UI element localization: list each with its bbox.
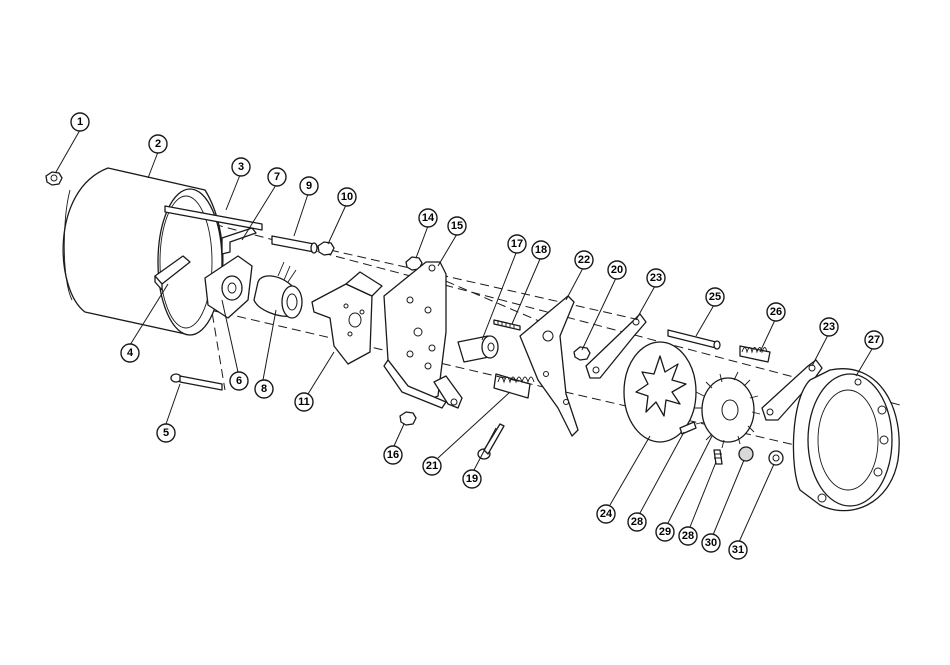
part-nut-10 xyxy=(317,241,335,256)
callout-26: 26 xyxy=(766,302,786,322)
callout-2: 2 xyxy=(148,134,168,154)
svg-text:28: 28 xyxy=(631,516,643,528)
callout-30: 30 xyxy=(701,533,721,553)
svg-text:26: 26 xyxy=(770,306,782,318)
svg-text:20: 20 xyxy=(611,264,623,276)
part-set-screw-28a xyxy=(679,421,697,435)
callout-22: 22 xyxy=(574,250,594,270)
part-bracket-11 xyxy=(311,271,383,365)
callout-20: 20 xyxy=(607,260,627,280)
part-arm-22 xyxy=(519,295,579,437)
callout-8: 8 xyxy=(254,379,274,399)
part-plunger-17 xyxy=(457,335,499,363)
callout-4: 4 xyxy=(120,343,140,363)
part-link-23a xyxy=(585,313,647,379)
part-coil-8 xyxy=(253,261,303,319)
callout-23b: 23 xyxy=(819,317,839,337)
svg-text:28: 28 xyxy=(682,530,694,542)
svg-text:18: 18 xyxy=(535,244,547,256)
part-spring-21 xyxy=(493,373,535,399)
part-screw-5 xyxy=(170,373,223,391)
callout-9: 9 xyxy=(299,176,319,196)
part-pin-25 xyxy=(667,329,721,350)
part-nut-16 xyxy=(399,411,417,426)
svg-text:7: 7 xyxy=(274,171,280,183)
part-impeller-29 xyxy=(694,371,761,449)
callout-18: 18 xyxy=(531,240,551,260)
svg-text:9: 9 xyxy=(306,180,312,192)
part-lever xyxy=(433,375,463,409)
callout-3: 3 xyxy=(231,157,251,177)
part-screw-19 xyxy=(477,423,505,460)
svg-text:25: 25 xyxy=(709,291,721,303)
svg-text:6: 6 xyxy=(236,375,242,387)
callout-bubbles: 1 2 3 4 5 6 7 8 9 10 11 14 15 16 17 18 1… xyxy=(70,112,884,560)
svg-text:22: 22 xyxy=(578,254,590,266)
callout-15: 15 xyxy=(447,216,467,236)
svg-text:27: 27 xyxy=(868,334,880,346)
part-motor-plate-6 xyxy=(204,255,253,319)
svg-text:2: 2 xyxy=(155,138,161,150)
svg-text:23: 23 xyxy=(823,321,835,333)
part-gear-plate-24 xyxy=(623,341,697,443)
svg-text:29: 29 xyxy=(659,526,671,538)
part-nut-1 xyxy=(45,171,63,186)
callout-5: 5 xyxy=(156,423,176,443)
callout-29: 29 xyxy=(655,522,675,542)
callout-17: 17 xyxy=(507,234,527,254)
svg-text:4: 4 xyxy=(127,347,134,359)
svg-text:17: 17 xyxy=(511,238,523,250)
part-rod-3 xyxy=(164,205,263,231)
svg-text:14: 14 xyxy=(422,212,435,224)
callout-10: 10 xyxy=(337,187,357,207)
svg-text:23: 23 xyxy=(650,272,662,284)
svg-text:3: 3 xyxy=(238,161,244,173)
svg-text:5: 5 xyxy=(163,427,169,439)
svg-text:16: 16 xyxy=(387,449,399,461)
part-spring-26 xyxy=(739,345,771,363)
svg-text:21: 21 xyxy=(426,460,438,472)
part-link-23b xyxy=(761,359,823,421)
callout-16: 16 xyxy=(383,445,403,465)
callout-23a: 23 xyxy=(646,268,666,288)
callout-27: 27 xyxy=(864,330,884,350)
part-nut-20 xyxy=(573,346,591,361)
part-washer-31 xyxy=(768,450,784,466)
part-spacer-9 xyxy=(271,235,318,254)
callout-31: 31 xyxy=(728,540,748,560)
part-flange-27 xyxy=(792,368,900,512)
part-main-plate-15 xyxy=(383,261,447,409)
callout-7: 7 xyxy=(267,167,287,187)
svg-text:24: 24 xyxy=(600,508,613,520)
part-hex-key-7 xyxy=(221,227,257,255)
svg-text:8: 8 xyxy=(261,383,267,395)
callout-25: 25 xyxy=(705,287,725,307)
callout-6: 6 xyxy=(229,371,249,391)
svg-text:11: 11 xyxy=(298,396,310,408)
callout-19: 19 xyxy=(462,469,482,489)
part-coupling-30 xyxy=(738,446,754,462)
svg-text:15: 15 xyxy=(451,220,463,232)
callout-1: 1 xyxy=(70,112,90,132)
svg-text:30: 30 xyxy=(705,537,717,549)
callout-24: 24 xyxy=(596,504,616,524)
callout-11: 11 xyxy=(294,392,314,412)
svg-text:1: 1 xyxy=(77,116,83,128)
part-key-4 xyxy=(154,255,191,291)
svg-text:31: 31 xyxy=(732,544,744,556)
part-stud-18 xyxy=(493,319,521,331)
part-set-screw-28b xyxy=(713,449,723,465)
leader-lines xyxy=(55,129,873,543)
callout-21: 21 xyxy=(422,456,442,476)
callout-28a: 28 xyxy=(627,512,647,532)
part-drum-housing-2 xyxy=(62,167,224,336)
svg-text:10: 10 xyxy=(341,191,353,203)
callout-14: 14 xyxy=(418,208,438,228)
svg-text:19: 19 xyxy=(466,473,478,485)
callout-28b: 28 xyxy=(678,526,698,546)
